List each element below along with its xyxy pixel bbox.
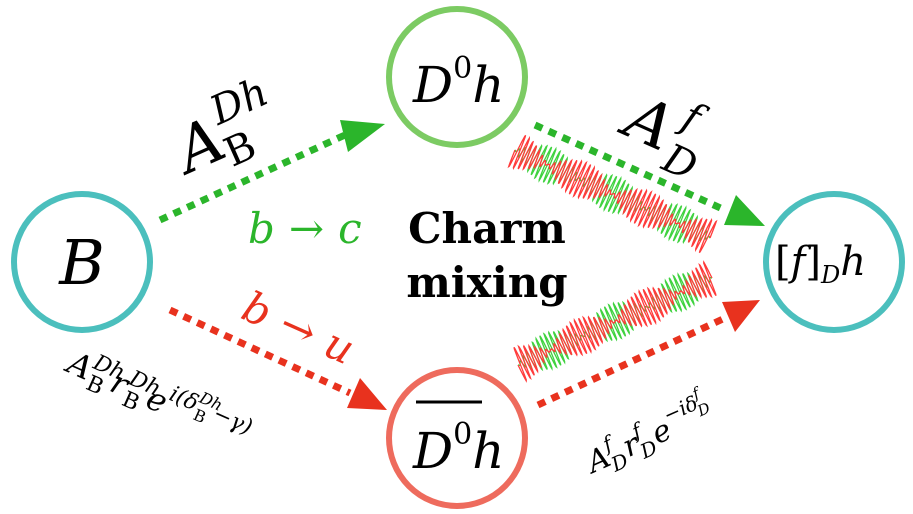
arrowhead-b-to-d0bar — [347, 378, 387, 410]
arrow-d0bar-to-f — [536, 314, 727, 409]
node-d0barh-label: D0h — [412, 417, 504, 480]
arrowhead-d0-to-f — [724, 195, 765, 226]
node-fdh: [f]Dh — [763, 191, 905, 333]
node-b: B — [11, 191, 153, 333]
arrow-b-to-d0 — [158, 131, 347, 224]
node-d0h-label: D0h — [412, 51, 504, 114]
arrowhead-b-to-d0 — [340, 120, 385, 152]
node-d0barh: D0h — [386, 367, 528, 509]
amplitude-b-dh-full: ADhBrDhBei(δDhB−γ) — [57, 332, 259, 462]
oscillation-upper — [507, 134, 718, 254]
node-b-label: B — [58, 226, 105, 299]
arrowhead-d0bar-to-f — [722, 300, 760, 332]
center-label-line2: mixing — [406, 258, 567, 307]
label-b-to-u: b→u — [235, 282, 362, 374]
node-d0h: D0h — [386, 6, 528, 148]
center-label-line1: Charm — [408, 204, 566, 253]
amplitude-d-f: AfD — [606, 71, 723, 190]
oscillation-lower — [513, 260, 717, 383]
node-fdh-label: [f]Dh — [775, 239, 866, 289]
arrow-d0-to-f — [533, 121, 727, 214]
amplitude-d-f-full: AfDrfDe−iδfD — [574, 382, 720, 486]
label-b-to-c: b→c — [248, 204, 362, 253]
amplitude-b-dh: ADhB — [156, 69, 293, 196]
arrow-b-to-d0bar — [168, 306, 352, 397]
